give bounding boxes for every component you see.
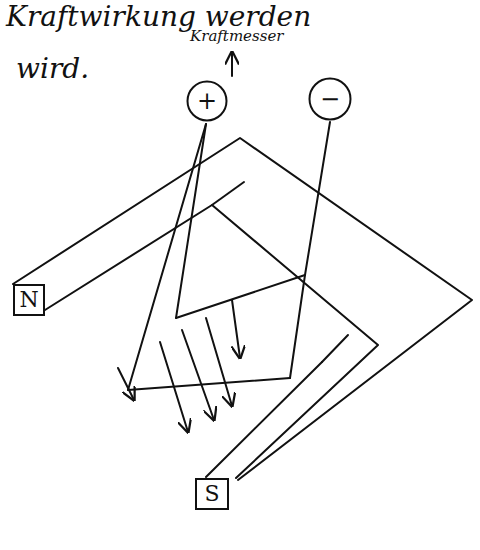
swing-wire — [128, 124, 206, 390]
force-arrow — [206, 318, 232, 406]
swing-bar — [128, 378, 290, 390]
pole-box: N — [13, 284, 45, 316]
node-text: S — [204, 483, 219, 505]
swing-wire — [176, 124, 206, 318]
magnet-edge — [322, 335, 348, 362]
magnet-edge — [212, 182, 244, 205]
magnet-inner-edge — [45, 205, 378, 478]
swing-bar — [176, 275, 305, 318]
swing-wire — [290, 122, 330, 378]
pole-box: S — [195, 478, 229, 510]
force-arrow — [118, 368, 134, 400]
force-arrow — [160, 342, 188, 432]
note-text: wird. — [16, 54, 89, 85]
terminal-circle: − — [308, 77, 352, 121]
magnet-outline — [13, 138, 472, 480]
up-arrow — [231, 52, 233, 76]
force-arrow — [232, 300, 240, 358]
node-text: + — [197, 89, 217, 113]
node-text: N — [19, 289, 38, 311]
node-text: − — [320, 87, 340, 111]
terminal-circle: + — [186, 80, 228, 122]
instrument-label: Kraftmesser — [190, 28, 283, 45]
force-arrow — [182, 330, 214, 420]
